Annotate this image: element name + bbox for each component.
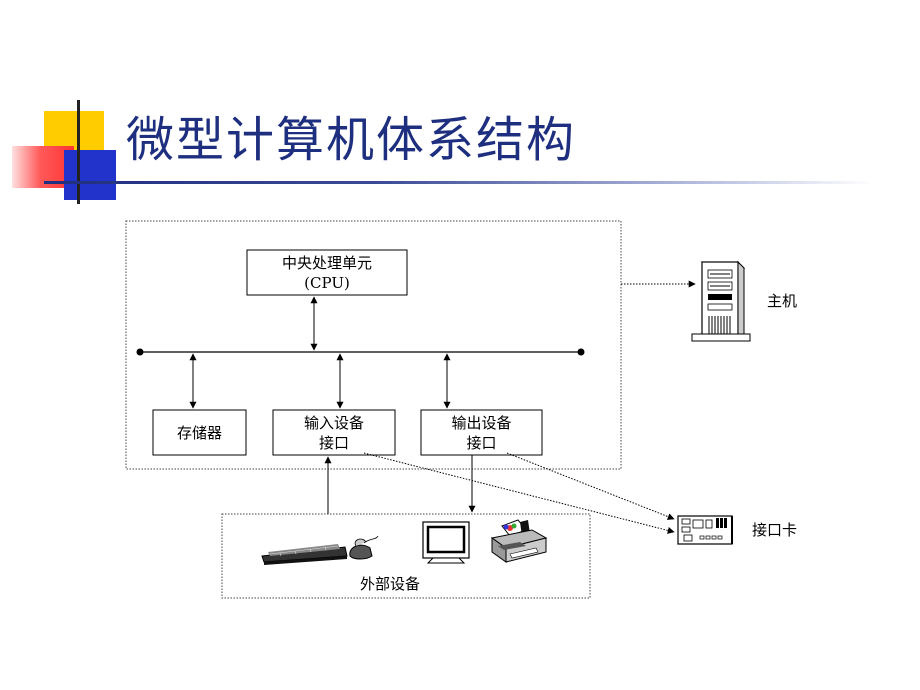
peripherals-label: 外部设备 (359, 575, 420, 593)
output-interface-line1: 输出设备 (451, 414, 512, 432)
title-underline (44, 181, 874, 184)
monitor-icon (422, 521, 470, 564)
input-interface-line2: 接口 (318, 434, 349, 452)
host-frame (125, 220, 622, 470)
memory-label: 存储器 (176, 424, 222, 442)
bus-end-left (136, 348, 144, 356)
server-icon (691, 260, 751, 342)
cpu-label-line2: (CPU) (304, 274, 350, 292)
cpu-label-line1: 中央处理单元 (281, 254, 372, 272)
input-interface-box (272, 409, 396, 456)
mouse-icon (349, 535, 379, 560)
memory-box (152, 409, 247, 456)
cpu-box (246, 249, 408, 296)
interface-card-icon (677, 515, 733, 545)
decor-blue-square (64, 150, 116, 200)
page-title: 微型计算机体系结构 (126, 112, 577, 168)
host-label: 主机 (767, 292, 798, 310)
output-interface-label: 输出设备 接口 (421, 413, 542, 453)
interface-card-label: 接口卡 (752, 521, 798, 539)
output-interface-line2: 接口 (466, 434, 497, 452)
peripherals-frame (221, 513, 591, 599)
input-interface-label: 输入设备 接口 (273, 413, 395, 453)
keyboard-icon (261, 544, 348, 565)
input-card-pointer (363, 452, 675, 534)
decor-vertical-line (77, 100, 80, 204)
printer-icon (490, 519, 548, 563)
input-interface-line1: 输入设备 (303, 414, 364, 432)
output-card-pointer (506, 452, 675, 520)
bus-end-right (577, 348, 585, 356)
cpu-label: 中央处理单元 (CPU) (247, 253, 407, 293)
output-interface-box (420, 409, 543, 456)
